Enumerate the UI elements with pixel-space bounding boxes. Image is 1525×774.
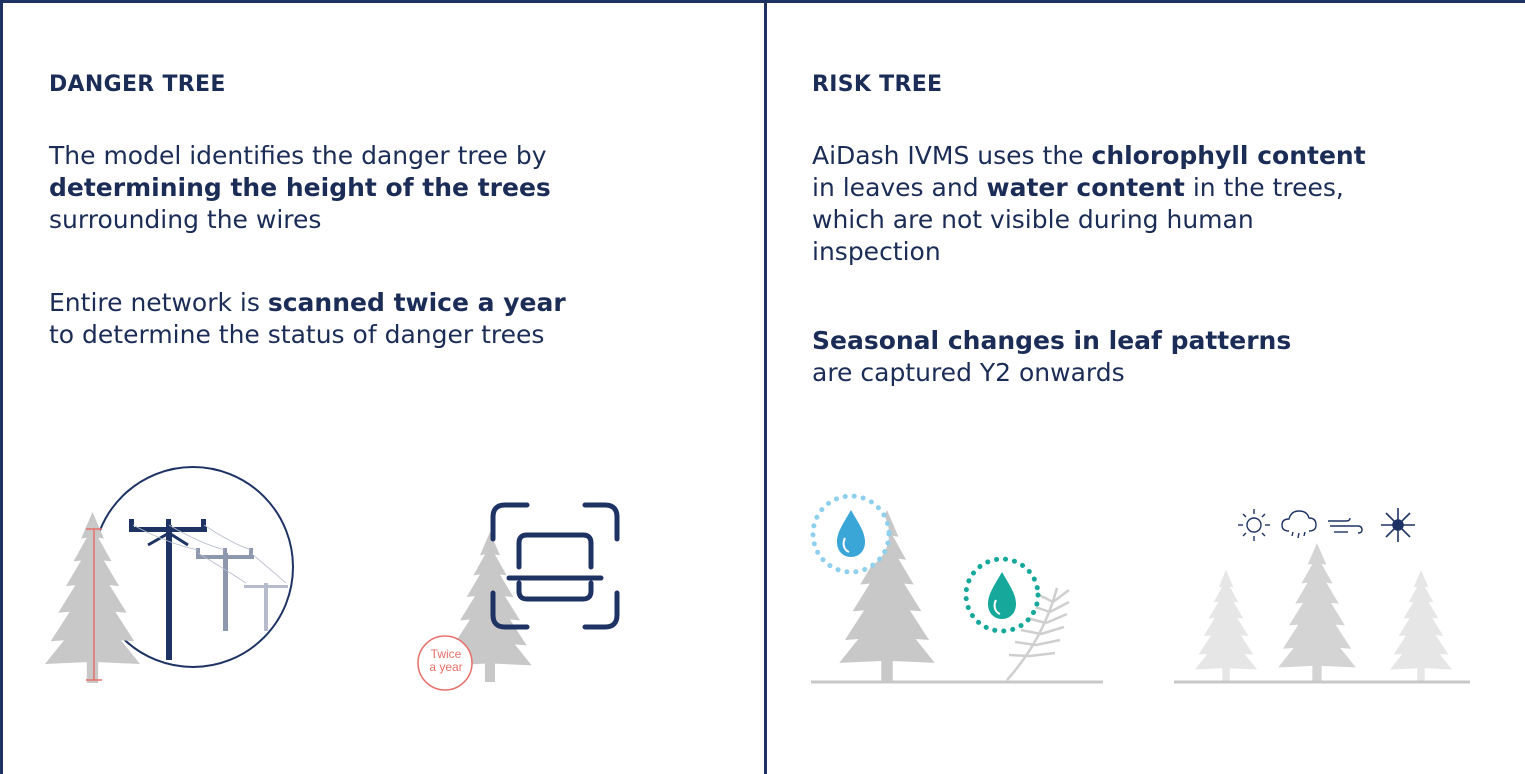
water-drop-icon bbox=[963, 556, 1041, 634]
water-drop-icon bbox=[810, 493, 892, 575]
badge-line-1: Twice bbox=[430, 647, 462, 661]
text: in leaves and bbox=[812, 173, 987, 202]
danger-tree-heading: DANGER TREE bbox=[49, 72, 226, 97]
emphasis-text: determining the height of the trees bbox=[49, 173, 551, 202]
badge-line-2: a year bbox=[429, 660, 463, 674]
risk-tree-heading: RISK TREE bbox=[812, 72, 943, 97]
danger-tree-panel: DANGER TREE The model identifies the dan… bbox=[3, 0, 764, 774]
emphasis-text: water content bbox=[986, 173, 1185, 202]
pine-tree-icon bbox=[1194, 570, 1258, 682]
pine-tree-icon bbox=[1389, 570, 1453, 682]
rain-cloud-icon bbox=[1281, 510, 1317, 539]
utility-pole-icon bbox=[244, 583, 288, 631]
risk-tree-description: AiDash IVMS uses the chlorophyll content… bbox=[812, 140, 1367, 268]
snowflake-icon bbox=[1381, 508, 1415, 542]
seasonal-changes-description: Seasonal changes in leaf patterns are ca… bbox=[812, 325, 1372, 389]
twice-a-year-badge: Twice a year bbox=[423, 648, 469, 674]
text: are captured Y2 onwards bbox=[812, 358, 1125, 387]
text: surrounding the wires bbox=[49, 205, 322, 234]
pine-tree-icon bbox=[1278, 543, 1356, 683]
seasonal-changes-illustration bbox=[1174, 508, 1470, 684]
utility-pole-icon bbox=[129, 519, 207, 660]
frame-top-border bbox=[0, 0, 1525, 3]
text: in the trees, which are not visible duri… bbox=[812, 173, 1344, 266]
pine-tree-icon bbox=[45, 512, 140, 683]
text: to determine the status of danger trees bbox=[49, 320, 545, 349]
text: Entire network is bbox=[49, 288, 268, 317]
water-content-illustration bbox=[810, 493, 1103, 684]
wind-icon bbox=[1328, 517, 1363, 534]
height-marker-icon bbox=[86, 528, 102, 681]
frame-left-border bbox=[0, 0, 3, 774]
scan-illustration bbox=[417, 502, 620, 691]
emphasis-text: chlorophyll content bbox=[1091, 141, 1366, 170]
text: The model identifies the danger tree by bbox=[49, 141, 547, 170]
scan-frequency-description: Entire network is scanned twice a year t… bbox=[49, 287, 594, 351]
utility-pole-icon bbox=[196, 548, 254, 631]
text: AiDash IVMS uses the bbox=[812, 141, 1092, 170]
danger-tree-description: The model identifies the danger tree by … bbox=[49, 140, 594, 236]
sun-icon bbox=[1238, 509, 1270, 541]
twice-a-year-badge-icon bbox=[417, 635, 473, 691]
panel-divider bbox=[764, 0, 767, 774]
emphasis-text: scanned twice a year bbox=[267, 288, 566, 317]
emphasis-text: Seasonal changes in leaf patterns bbox=[812, 326, 1292, 355]
tree-height-illustration bbox=[45, 466, 294, 683]
scan-frame-icon bbox=[490, 502, 620, 630]
risk-tree-panel: RISK TREE AiDash IVMS uses the chlorophy… bbox=[767, 0, 1525, 774]
